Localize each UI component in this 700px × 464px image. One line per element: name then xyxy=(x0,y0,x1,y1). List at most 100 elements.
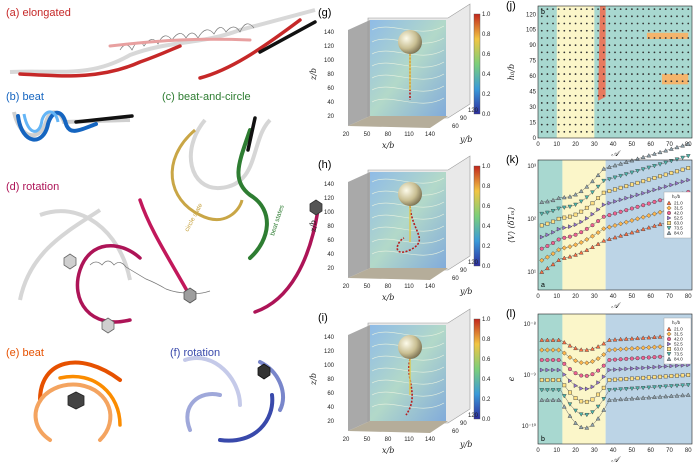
sample-point xyxy=(569,8,571,10)
filament-d-magenta-1 xyxy=(75,244,142,324)
sample-point xyxy=(591,123,594,126)
data-marker xyxy=(595,344,601,349)
sample-point xyxy=(659,80,661,83)
x-axis-label: 𝒜 xyxy=(611,301,621,310)
sample-point xyxy=(614,130,616,133)
x-tick: 110 xyxy=(404,132,414,138)
data-marker xyxy=(590,223,595,228)
x-tick: 20 xyxy=(343,284,350,290)
sample-point xyxy=(653,80,656,83)
sample-point xyxy=(552,37,554,39)
sample-point xyxy=(653,15,656,18)
panel-l-label: (l) xyxy=(506,308,516,320)
x-tick: 40 xyxy=(610,448,617,454)
sample-point xyxy=(659,123,661,126)
sample-point xyxy=(563,58,566,61)
sample-point xyxy=(557,44,560,47)
data-marker xyxy=(629,230,635,235)
sample-point xyxy=(642,116,645,119)
sample-point xyxy=(659,65,661,68)
sample-point xyxy=(619,130,622,133)
sample-point xyxy=(546,116,549,119)
sample-point xyxy=(625,51,628,54)
filament-a-red-1 xyxy=(18,44,182,78)
sample-point xyxy=(546,8,549,10)
data-marker xyxy=(669,393,674,398)
data-marker xyxy=(630,194,635,199)
sample-point xyxy=(563,80,566,83)
sample-point xyxy=(631,130,633,133)
sample-point xyxy=(681,58,684,61)
data-marker xyxy=(596,392,600,397)
filament-c-olive xyxy=(170,128,244,222)
data-marker xyxy=(669,363,674,369)
filament-a-trace xyxy=(119,23,255,51)
z-tick: 80 xyxy=(327,72,334,78)
sample-point xyxy=(687,109,690,112)
sample-point xyxy=(563,87,566,90)
sample-point xyxy=(670,51,673,54)
y-tick: 10¹ xyxy=(527,270,536,276)
x-tick: 60 xyxy=(647,448,654,454)
sample-point xyxy=(664,65,667,68)
sample-point xyxy=(647,80,650,83)
data-marker xyxy=(601,385,606,390)
data-marker xyxy=(640,167,646,172)
filament-f-1 xyxy=(183,356,242,407)
sample-point xyxy=(676,37,678,39)
sample-point xyxy=(631,22,633,25)
sample-point xyxy=(670,22,673,25)
sample-point xyxy=(574,37,577,39)
data-marker xyxy=(545,378,550,382)
sample-point xyxy=(546,58,549,61)
sphere-body xyxy=(398,30,422,54)
data-marker xyxy=(618,377,623,382)
sample-point xyxy=(614,109,616,112)
data-marker xyxy=(686,373,691,377)
data-marker xyxy=(618,173,623,179)
sample-point xyxy=(602,80,605,83)
data-marker xyxy=(573,222,578,228)
data-marker xyxy=(596,219,601,224)
data-marker xyxy=(674,383,680,389)
sample-point xyxy=(653,123,656,126)
data-marker xyxy=(640,154,646,160)
panel-d-label: (d) rotation xyxy=(6,181,59,193)
sample-point xyxy=(569,123,571,126)
data-marker xyxy=(584,399,589,404)
sample-point xyxy=(552,109,554,112)
sample-point xyxy=(585,73,588,75)
sample-point xyxy=(563,123,566,126)
filament-trajectory xyxy=(396,205,421,253)
data-marker xyxy=(573,212,578,217)
colorbar xyxy=(473,165,481,267)
data-marker xyxy=(612,397,618,402)
data-marker xyxy=(545,265,550,271)
legend-title: h₀/b xyxy=(672,194,681,199)
z-tick: 60 xyxy=(327,86,334,92)
sample-point xyxy=(557,102,560,104)
data-marker xyxy=(624,377,629,381)
sample-point xyxy=(557,29,560,32)
data-marker xyxy=(618,161,623,166)
data-marker xyxy=(635,204,640,209)
data-marker xyxy=(646,355,651,360)
sample-point xyxy=(569,73,571,75)
sample-point xyxy=(631,87,633,90)
data-marker xyxy=(666,226,672,231)
data-marker xyxy=(640,345,646,351)
data-marker xyxy=(630,366,635,371)
data-marker xyxy=(567,402,573,407)
sample-point xyxy=(597,94,599,97)
data-marker xyxy=(579,209,584,214)
data-marker xyxy=(667,215,672,221)
data-marker xyxy=(590,410,595,415)
sample-point xyxy=(659,116,661,119)
sample-point xyxy=(687,80,690,83)
sample-point xyxy=(625,116,628,119)
x-tick: 10 xyxy=(553,448,560,454)
sample-point xyxy=(664,80,667,83)
y-tick: 90 xyxy=(529,43,536,49)
data-marker xyxy=(544,254,550,260)
data-marker xyxy=(596,368,601,373)
